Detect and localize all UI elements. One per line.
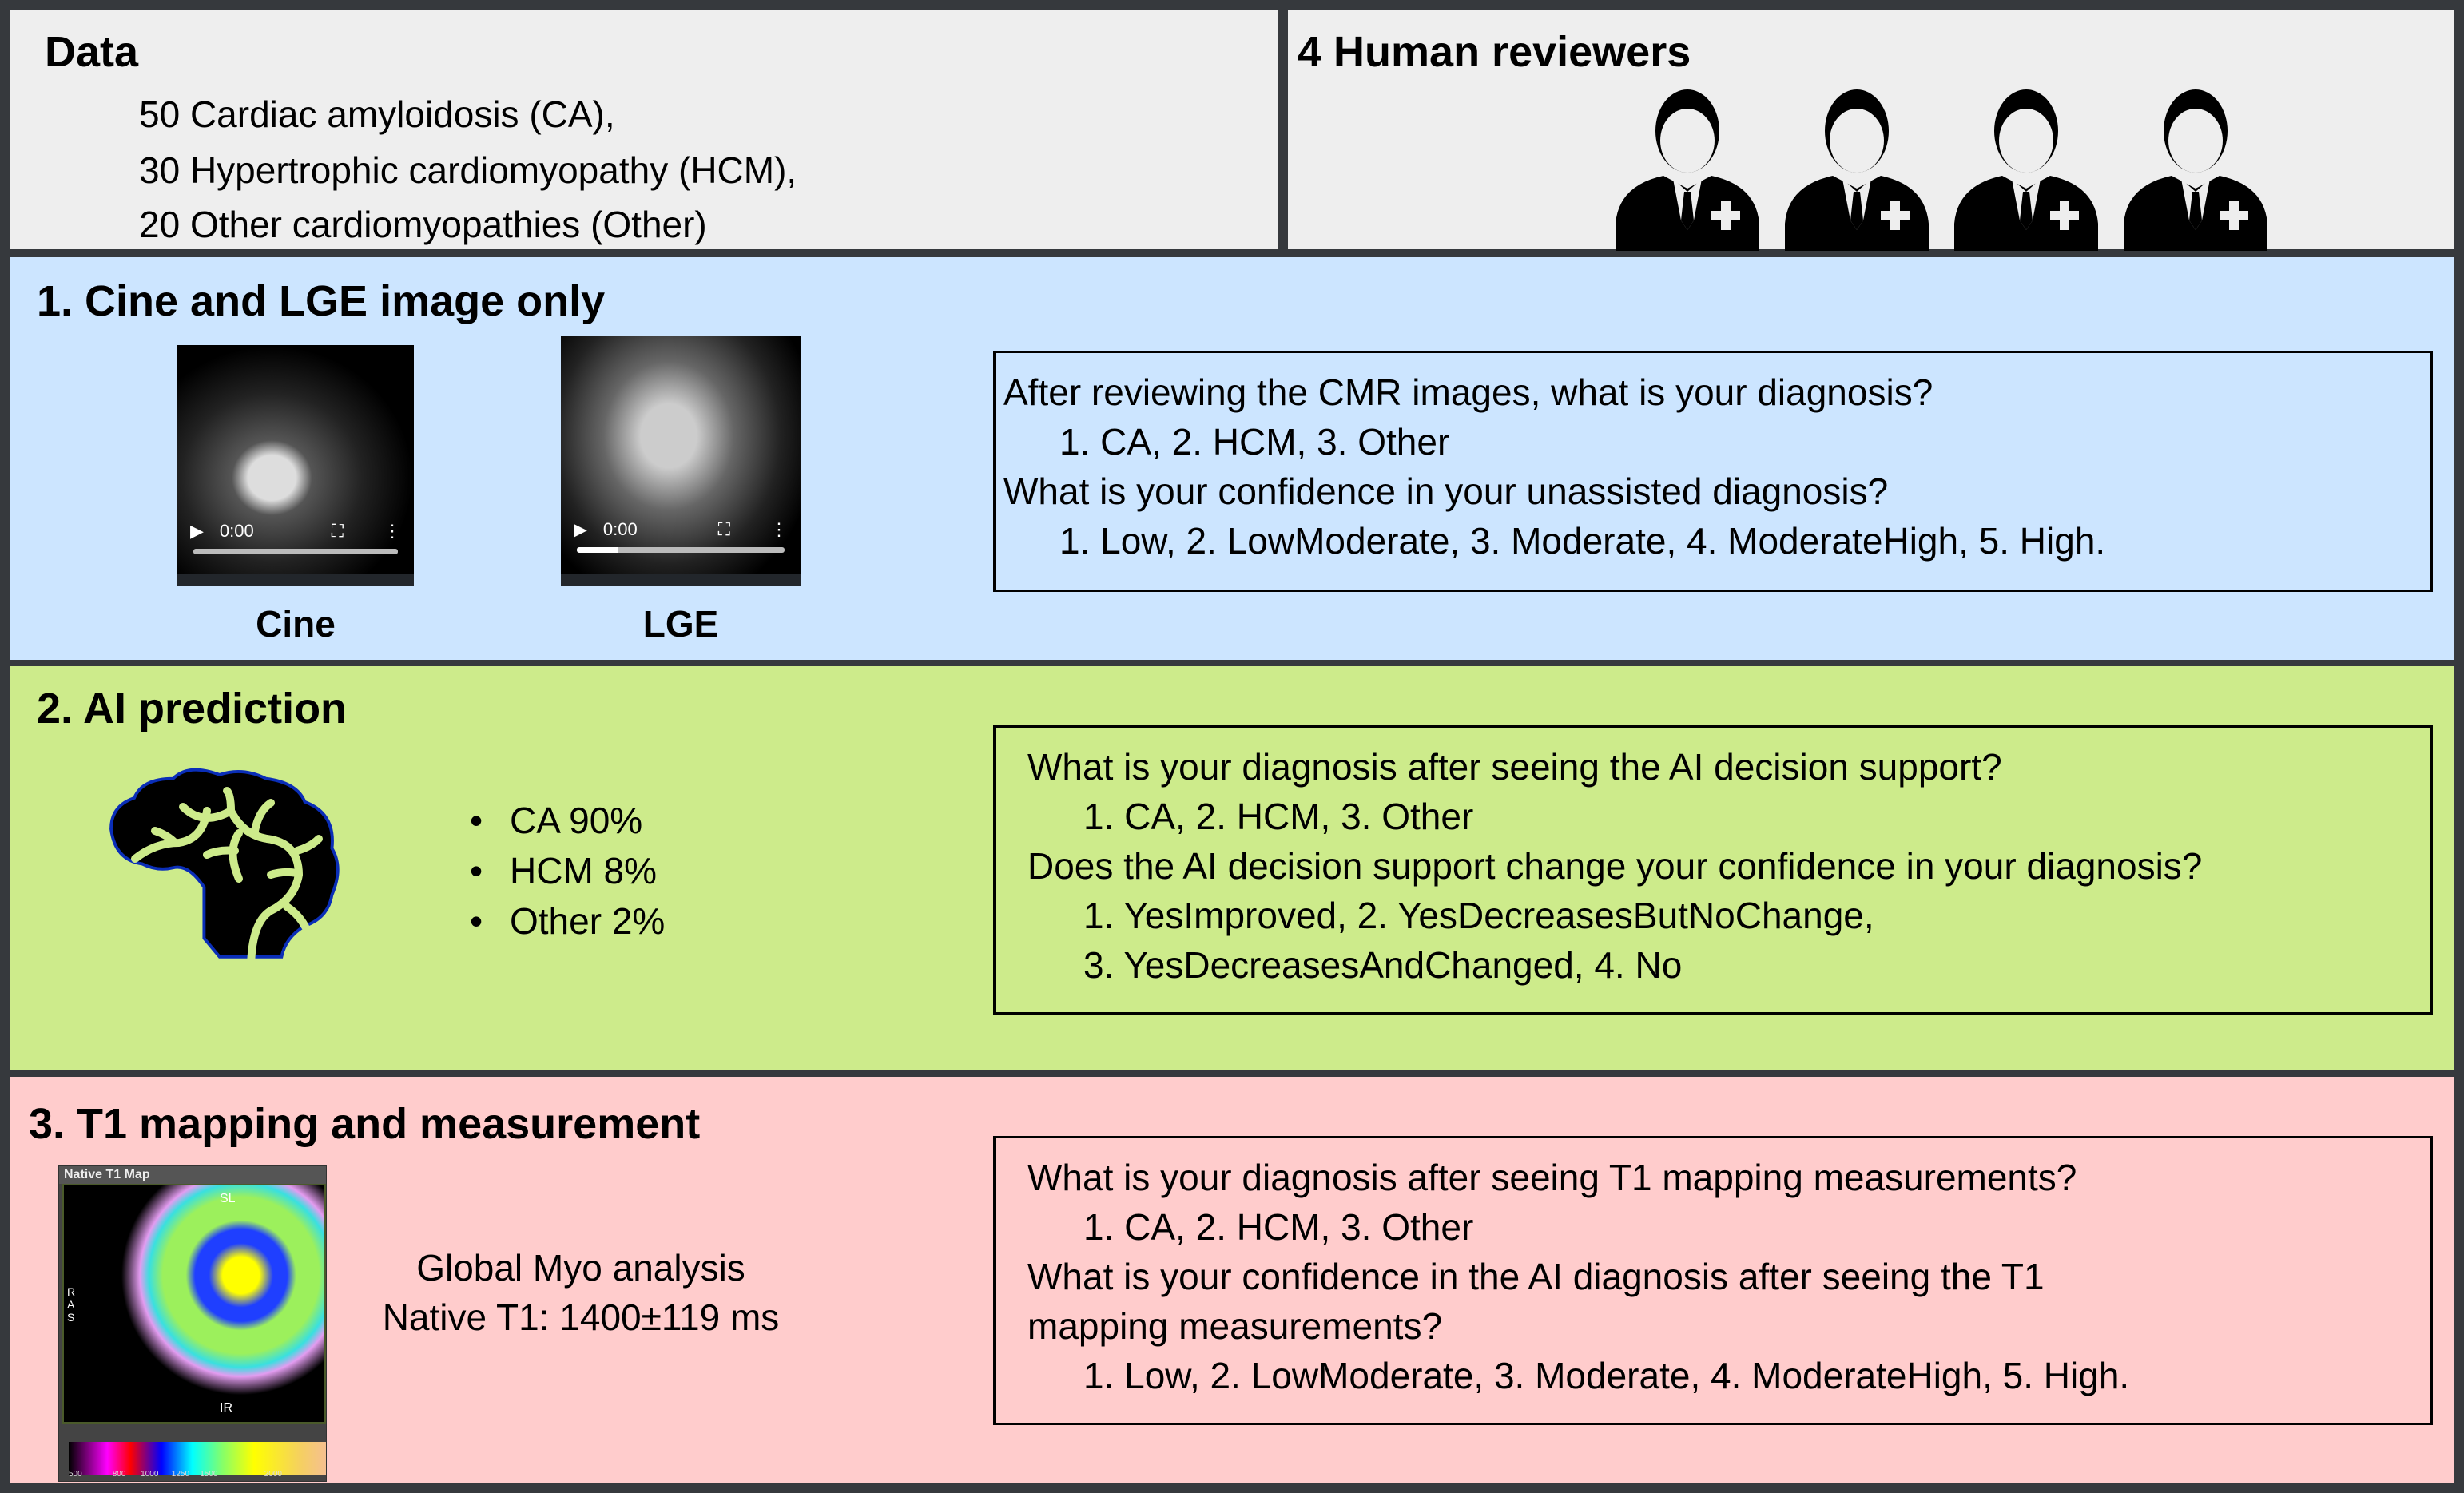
prediction-item: CA 90%	[467, 796, 665, 846]
video-progress[interactable]	[577, 547, 785, 553]
step2-panel: 2. AI prediction CA 90% HCM 8% Other 2% …	[10, 666, 2454, 1070]
doctor-icon	[2124, 89, 2267, 251]
question: mapping measurements?	[1027, 1305, 1443, 1347]
colorbar-tick: 2000	[264, 1470, 282, 1479]
options: 1. CA, 2. HCM, 3. Other	[1083, 796, 1474, 837]
colorbar-tick: 800	[112, 1470, 126, 1479]
data-panel: Data 50 Cardiac amyloidosis (CA), 30 Hyp…	[10, 10, 1278, 249]
t1-map-label: RAS	[67, 1285, 76, 1324]
colorbar-tick: 1500	[200, 1470, 218, 1479]
step3-panel: 3. T1 mapping and measurement Native T1 …	[10, 1077, 2454, 1483]
question: Does the AI decision support change your…	[1027, 845, 2203, 887]
play-icon[interactable]: ▶	[190, 521, 204, 541]
options: 1. Low, 2. LowModerate, 3. Moderate, 4. …	[1059, 520, 2106, 562]
question: What is your diagnosis after seeing the …	[1027, 746, 2002, 788]
options: 1. CA, 2. HCM, 3. Other	[1083, 1206, 1474, 1248]
reviewers-panel: 4 Human reviewers	[1288, 10, 2454, 251]
doctor-icon	[1616, 89, 1759, 251]
step1-questions: After reviewing the CMR images, what is …	[993, 351, 2433, 592]
fullscreen-icon[interactable]: ⛶	[717, 519, 730, 539]
options: 3. YesDecreasesAndChanged, 4. No	[1083, 944, 1683, 986]
step1-panel: 1. Cine and LGE image only ▶ 0:00 ⛶ ⋮ ▶ 0:00…	[10, 257, 2454, 660]
options: 1. YesImproved, 2. YesDecreasesButNoChan…	[1083, 895, 1874, 936]
t1-colorbar	[69, 1442, 326, 1475]
colorbar-tick: 500	[69, 1470, 82, 1479]
step3-title: 3. T1 mapping and measurement	[29, 1100, 701, 1148]
data-line: 20 Other cardiomyopathies (Other)	[139, 204, 707, 245]
more-icon[interactable]: ⋮	[770, 519, 788, 539]
question: After reviewing the CMR images, what is …	[1003, 371, 1933, 413]
doctor-icon	[1954, 89, 2098, 251]
step2-questions: What is your diagnosis after seeing the …	[993, 725, 2433, 1015]
question: What is your confidence in your unassist…	[1003, 471, 1889, 512]
options: 1. Low, 2. LowModerate, 3. Moderate, 4. …	[1083, 1355, 2130, 1396]
reviewers-title: 4 Human reviewers	[1298, 28, 1691, 76]
data-line: 50 Cardiac amyloidosis (CA),	[139, 93, 615, 135]
step1-title: 1. Cine and LGE image only	[37, 277, 606, 325]
step2-title: 2. AI prediction	[37, 685, 348, 733]
cine-video[interactable]: ▶ 0:00 ⛶ ⋮	[177, 345, 414, 586]
doctor-icon	[1785, 89, 1929, 251]
data-line: 30 Hypertrophic cardiomyopathy (HCM),	[139, 149, 797, 191]
cine-label: Cine	[256, 603, 336, 645]
fullscreen-icon[interactable]: ⛶	[331, 521, 344, 541]
brain-icon	[109, 768, 340, 975]
play-icon[interactable]: ▶	[574, 519, 587, 539]
colorbar-tick: 1000	[141, 1470, 159, 1479]
prediction-item: Other 2%	[467, 896, 665, 947]
data-title: Data	[45, 28, 139, 76]
lge-label: LGE	[642, 603, 719, 645]
video-time: 0:00	[219, 521, 254, 541]
t1-map-image: Native T1 Map SL RAS IR 500 800 1000 1250 15…	[58, 1165, 327, 1482]
analysis-line: Native T1: 1400±119 ms	[382, 1296, 780, 1338]
analysis-line: Global Myo analysis	[416, 1247, 745, 1289]
video-progress[interactable]	[193, 549, 398, 554]
lge-video[interactable]: ▶ 0:00 ⛶ ⋮	[561, 336, 801, 586]
more-icon[interactable]: ⋮	[384, 521, 401, 541]
prediction-item: HCM 8%	[467, 846, 665, 896]
t1-map-label: SL	[220, 1192, 236, 1205]
ai-predictions: CA 90% HCM 8% Other 2%	[467, 796, 665, 947]
options: 1. CA, 2. HCM, 3. Other	[1059, 421, 1450, 463]
step3-questions: What is your diagnosis after seeing T1 m…	[993, 1136, 2433, 1425]
colorbar-tick: 1250	[171, 1470, 190, 1479]
video-time: 0:00	[602, 519, 638, 539]
t1-map-title: Native T1 Map	[59, 1166, 326, 1184]
question: What is your confidence in the AI diagno…	[1027, 1256, 2045, 1297]
question: What is your diagnosis after seeing T1 m…	[1027, 1157, 2077, 1198]
t1-map-label: IR	[220, 1401, 232, 1415]
